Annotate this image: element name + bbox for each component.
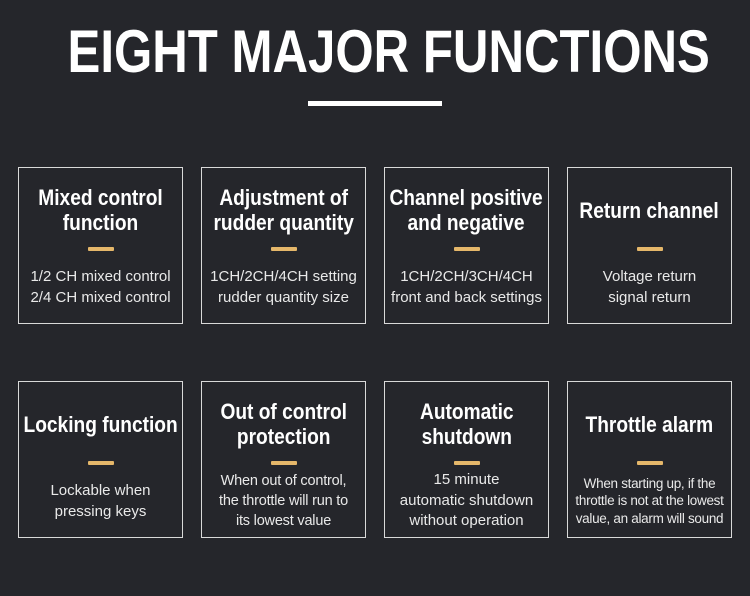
card-description: Voltage return signal return xyxy=(602,267,697,306)
card-description-area: 1CH/2CH/3CH/4CH front and back settings xyxy=(385,251,548,324)
card-description-area: 15 minute automatic shutdown without ope… xyxy=(385,465,548,538)
card-description-area: Lockable when pressing keys xyxy=(19,465,182,538)
function-card: Return channel Voltage return signal ret… xyxy=(567,167,732,324)
card-description: Lockable when pressing keys xyxy=(50,481,151,520)
card-divider xyxy=(636,460,663,465)
card-title-area: Automatic shutdown xyxy=(385,382,548,461)
card-title-area: Adjustment of rudder quantity xyxy=(202,168,365,247)
function-card: Mixed control function 1/2 CH mixed cont… xyxy=(18,167,183,324)
card-title: Return channel xyxy=(579,197,720,223)
title-underline xyxy=(308,101,442,106)
card-title-area: Channel positive and negative xyxy=(385,168,548,247)
card-title: Mixed control function xyxy=(38,185,163,236)
page-title: EIGHT MAJOR FUNCTIONS xyxy=(67,18,710,85)
card-description-area: 1/2 CH mixed control 2/4 CH mixed contro… xyxy=(19,251,182,324)
card-description: 15 minute automatic shutdown without ope… xyxy=(399,471,534,529)
card-divider xyxy=(87,460,114,465)
card-description-area: When starting up, if the throttle is not… xyxy=(568,465,731,538)
card-title-area: Return channel xyxy=(568,168,731,247)
card-title: Locking function xyxy=(23,411,178,437)
card-divider xyxy=(636,246,663,251)
card-title-area: Locking function xyxy=(19,382,182,461)
function-card: Automatic shutdown 15 minute automatic s… xyxy=(384,381,549,538)
function-card: Channel positive and negative 1CH/2CH/3C… xyxy=(384,167,549,324)
function-card: Adjustment of rudder quantity 1CH/2CH/4C… xyxy=(201,167,366,324)
card-divider xyxy=(453,246,480,251)
function-card: Out of control protection When out of co… xyxy=(201,381,366,538)
card-title: Adjustment of rudder quantity xyxy=(213,185,354,236)
card-description: 1CH/2CH/3CH/4CH front and back settings xyxy=(391,267,542,306)
card-divider xyxy=(87,246,114,251)
card-description-area: When out of control, the throttle will r… xyxy=(202,465,365,538)
function-card: Locking function Lockable when pressing … xyxy=(18,381,183,538)
card-description: When out of control, the throttle will r… xyxy=(219,472,348,529)
card-description: 1/2 CH mixed control 2/4 CH mixed contro… xyxy=(30,267,171,306)
card-description-area: 1CH/2CH/4CH setting rudder quantity size xyxy=(202,251,365,324)
card-title-area: Mixed control function xyxy=(19,168,182,247)
card-description-area: Voltage return signal return xyxy=(568,251,731,324)
card-title: Channel positive and negative xyxy=(389,185,544,236)
card-title-area: Out of control protection xyxy=(202,382,365,461)
function-grid: Mixed control function 1/2 CH mixed cont… xyxy=(18,167,732,538)
card-title-area: Throttle alarm xyxy=(568,382,731,461)
card-title: Throttle alarm xyxy=(585,411,714,437)
function-card: Throttle alarm When starting up, if the … xyxy=(567,381,732,538)
card-description: When starting up, if the throttle is not… xyxy=(575,475,724,526)
card-divider xyxy=(270,246,297,251)
header: EIGHT MAJOR FUNCTIONS xyxy=(0,0,750,106)
card-title: Automatic shutdown xyxy=(419,399,514,450)
card-divider xyxy=(270,460,297,465)
card-divider xyxy=(453,460,480,465)
card-title: Out of control protection xyxy=(220,399,347,450)
card-description: 1CH/2CH/4CH setting rudder quantity size xyxy=(210,267,357,306)
